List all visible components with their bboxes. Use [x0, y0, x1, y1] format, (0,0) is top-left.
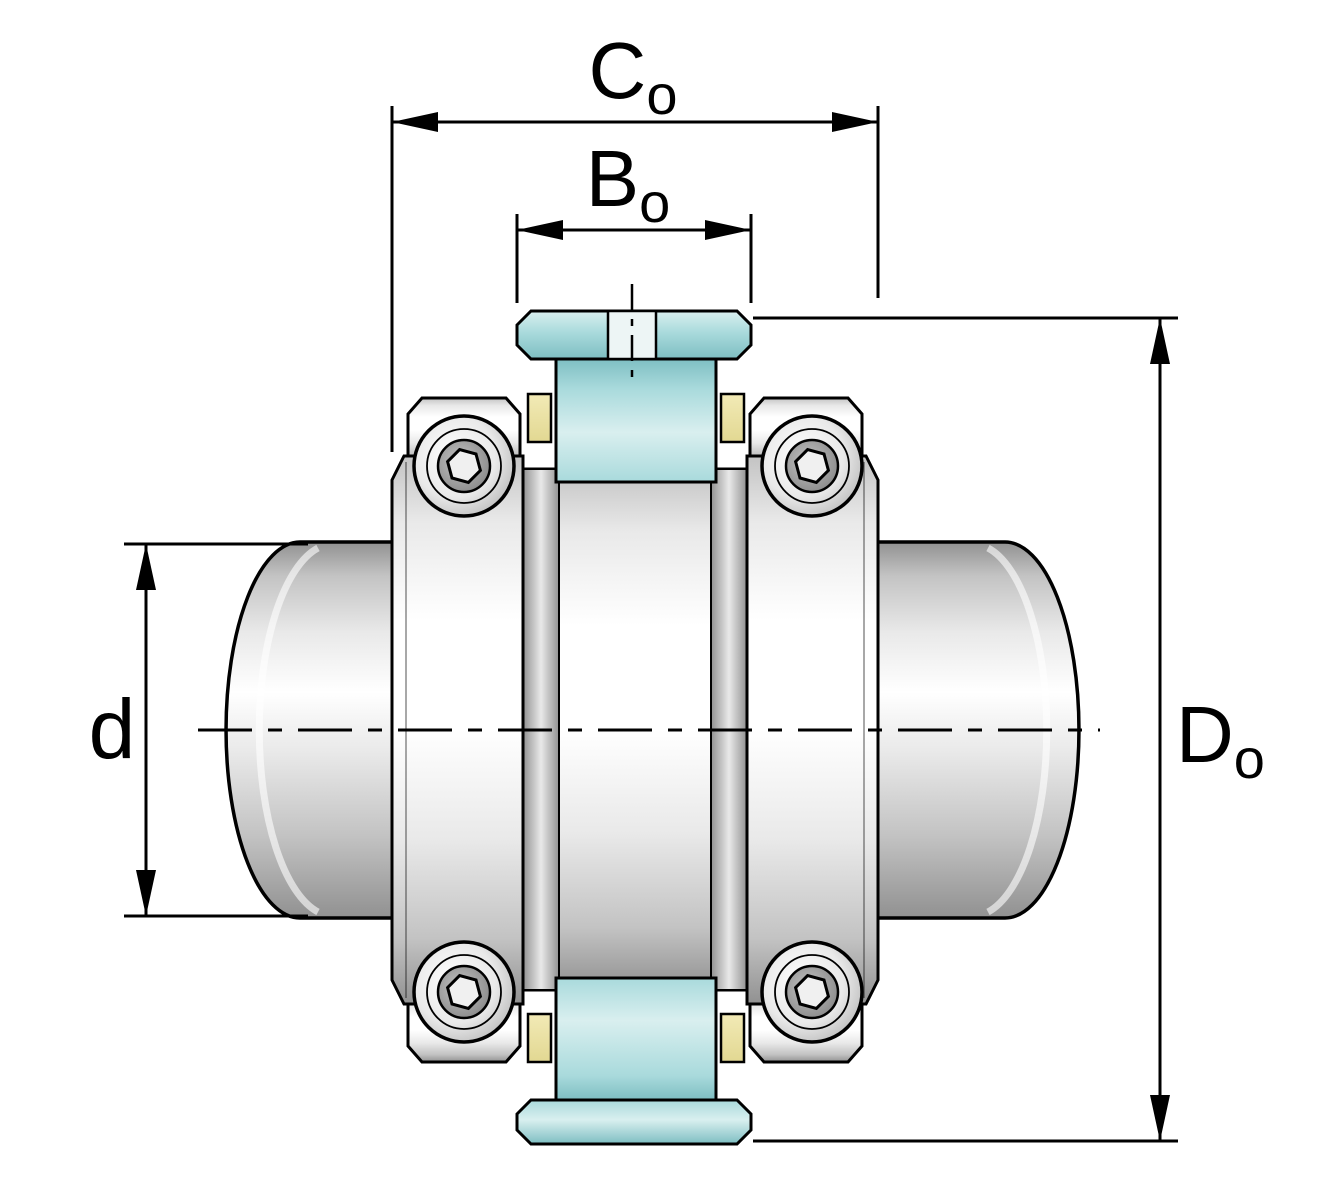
bottom-fitting-cap: [515, 1098, 753, 1146]
socket-screw-bottom-left: [412, 940, 516, 1044]
c0-arrow-right-icon: [832, 112, 878, 132]
bottom-fitting: [515, 976, 753, 1146]
d-arrow-down-icon: [136, 870, 156, 916]
c0-arrow-left-icon: [392, 112, 438, 132]
b0-arrow-right-icon: [705, 220, 751, 240]
hex-socket-icon: [793, 447, 831, 485]
dimension-c0: Co: [390, 26, 880, 452]
seal-top-right: [719, 392, 746, 444]
shaft-left-highlight: [255, 544, 320, 916]
d0-arrow-up-icon: [1150, 318, 1170, 364]
b0-label: Bo: [586, 134, 671, 234]
b0-arrow-left-icon: [517, 220, 563, 240]
d0-label: Do: [1176, 690, 1265, 790]
screw-ring: [774, 428, 850, 504]
seal-bottom-left: [526, 1012, 553, 1064]
socket-screw-top-right: [760, 414, 864, 518]
dimension-b0: Bo: [515, 134, 753, 303]
hex-socket-icon: [445, 447, 483, 485]
seal-top-left: [526, 392, 553, 444]
top-fitting-neck: [554, 356, 718, 484]
bottom-fitting-neck: [554, 976, 718, 1102]
socket-screw-top-left: [412, 414, 516, 518]
hex-socket-icon: [445, 973, 483, 1011]
dimension-d0: Do: [753, 316, 1265, 1143]
hex-socket-icon: [793, 973, 831, 1011]
d-arrow-up-icon: [136, 544, 156, 590]
screw-ring: [426, 428, 502, 504]
left-flange-ring: [390, 454, 525, 1006]
d-label: d: [89, 682, 136, 776]
socket-screw-bottom-right: [760, 940, 864, 1044]
d0-arrow-down-icon: [1150, 1095, 1170, 1141]
screw-ring: [426, 954, 502, 1030]
seal-inserts: [526, 392, 746, 1064]
screw-ring: [774, 954, 850, 1030]
c0-label: Co: [589, 26, 678, 126]
seal-bottom-right: [719, 1012, 746, 1064]
dimension-d: d: [89, 542, 308, 918]
top-fitting: [515, 284, 753, 484]
